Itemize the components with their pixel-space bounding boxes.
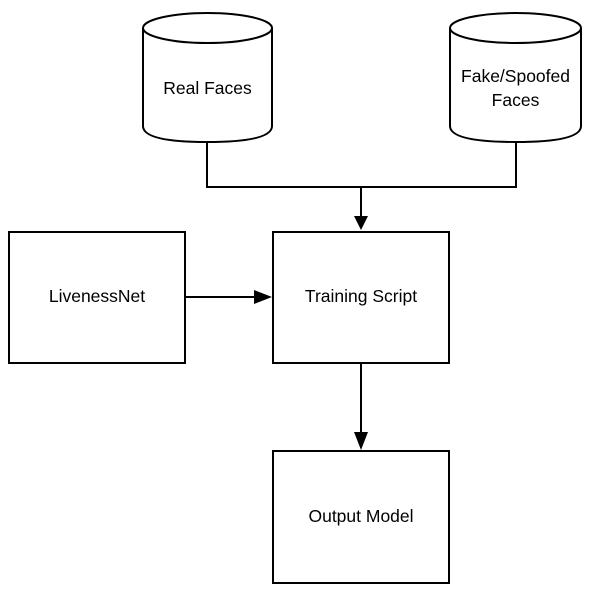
- arrowhead-into-output-model: [354, 432, 368, 450]
- node-box: [8, 231, 186, 364]
- node-real-faces: Real Faces: [142, 12, 273, 144]
- edge-real-faces-to-junction: [206, 142, 361, 188]
- node-label: LivenessNet: [49, 286, 145, 306]
- node-label-line-2: Faces: [492, 90, 540, 110]
- arrowhead-into-training-script: [354, 216, 368, 230]
- cylinder-body: [142, 28, 273, 144]
- node-livenessnet: LivenessNet: [8, 231, 186, 364]
- arrowhead-livenessnet-to-training-script: [254, 290, 272, 304]
- node-training-script: Training Script: [272, 231, 450, 364]
- cylinder-top: [449, 12, 582, 44]
- node-fake-spoofed-faces: Fake/Spoofed Faces: [449, 12, 582, 144]
- node-box: [272, 231, 450, 364]
- node-label: Real Faces: [163, 78, 252, 98]
- node-box: [272, 450, 450, 584]
- node-label: Training Script: [305, 286, 417, 306]
- cylinder-top: [142, 12, 273, 44]
- node-label-line-1: Fake/Spoofed: [461, 66, 570, 86]
- node-output-model: Output Model: [272, 450, 450, 584]
- cylinder-body: [449, 28, 582, 144]
- connectors: [186, 142, 517, 450]
- edge-fake-faces-to-junction: [361, 142, 517, 188]
- node-label: Output Model: [308, 506, 413, 526]
